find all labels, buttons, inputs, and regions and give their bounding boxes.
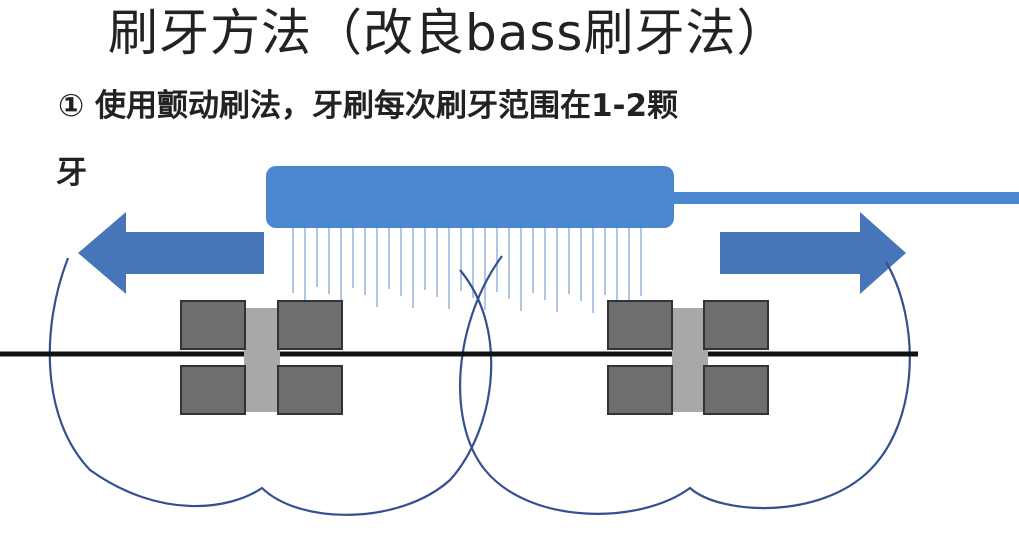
right-tooth-cluster xyxy=(607,300,769,415)
left-tooth-outline xyxy=(48,257,493,516)
left-gap-fill xyxy=(244,308,280,412)
left-tooth-upper-2 xyxy=(277,300,343,350)
toothbrush xyxy=(266,166,1019,314)
left-tooth-cluster xyxy=(180,300,343,415)
right-tooth-lower-1 xyxy=(607,365,673,415)
instruction-line-1: ① 使用颤动刷法，牙刷每次刷牙范围在1-2颗 xyxy=(58,88,679,124)
toothbrush-head xyxy=(266,166,674,228)
instruction-line-2: 牙 xyxy=(56,155,87,191)
right-tooth-lower-2 xyxy=(703,365,769,415)
left-arrow xyxy=(78,212,264,294)
right-arrow xyxy=(720,212,906,294)
left-tooth-lower-2 xyxy=(277,365,343,415)
toothbrush-bristles xyxy=(292,228,642,314)
left-tooth-upper-1 xyxy=(180,300,246,350)
left-tooth-lower-1 xyxy=(180,365,246,415)
right-tooth-upper-2 xyxy=(703,300,769,350)
right-tooth-outline xyxy=(459,255,911,515)
right-tooth-upper-1 xyxy=(607,300,673,350)
right-gap-fill xyxy=(672,308,708,412)
page-title: 刷牙方法（改良bass刷牙法） xyxy=(108,4,788,62)
